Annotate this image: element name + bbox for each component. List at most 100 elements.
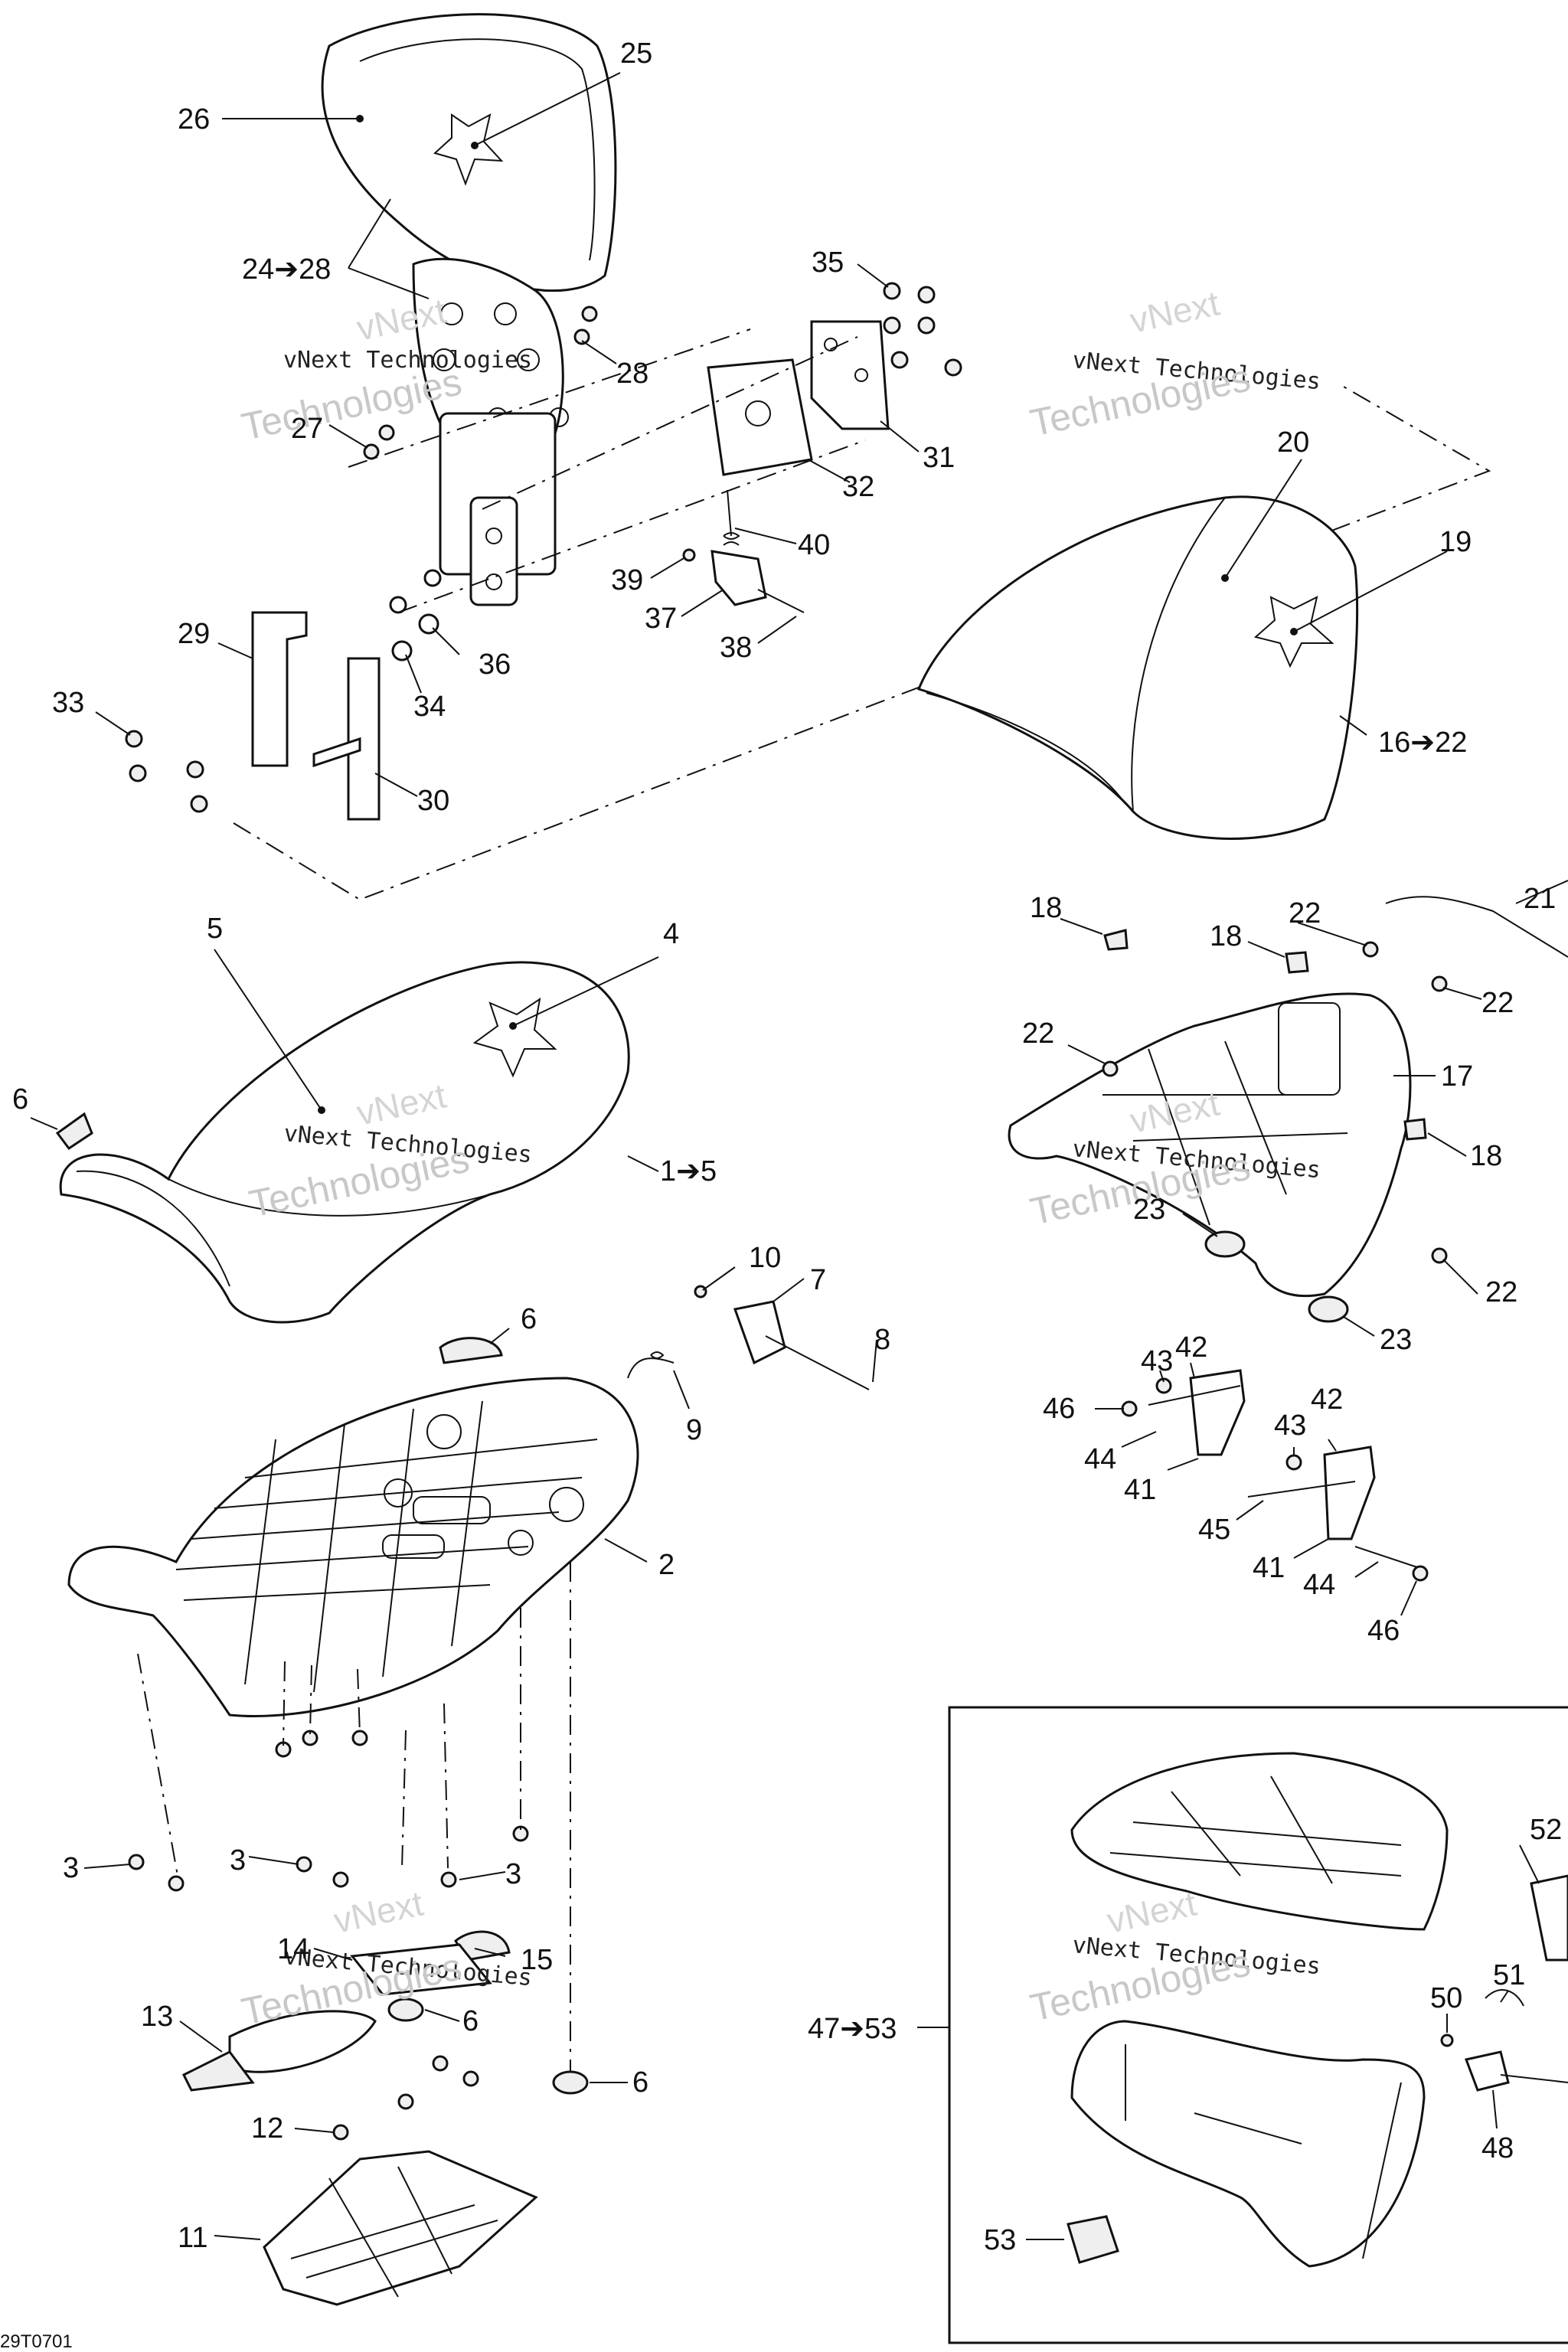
storage-bin	[1070, 2020, 1426, 2268]
latch-53	[1067, 2215, 1119, 2264]
callout-33: 33	[52, 687, 84, 719]
callout-42-a: 42	[1175, 1331, 1207, 1364]
callout-6-d: 6	[632, 2066, 648, 2099]
callout-8: 8	[874, 1324, 890, 1356]
callout-6-b: 6	[521, 1303, 537, 1335]
callout-17: 17	[1441, 1060, 1473, 1093]
flap-13	[228, 2010, 377, 2073]
spring-9	[627, 1351, 675, 1379]
passenger-logo	[1253, 596, 1334, 668]
watermark-2: vNext vNext Technologies Technologies	[1027, 283, 1322, 444]
callout-31: 31	[923, 442, 955, 474]
callout-4: 4	[663, 918, 679, 950]
watermark-word: vNext	[330, 1883, 426, 1940]
rail-group	[125, 611, 381, 821]
seat-base	[67, 1377, 639, 1718]
latch-bracket-group	[682, 282, 962, 613]
callout-18-c: 18	[1470, 1140, 1502, 1172]
watermark-word: vNext	[1103, 1883, 1200, 1940]
bumper-6c	[387, 1998, 424, 2022]
callout-22-c: 22	[1022, 1018, 1054, 1050]
callout-2: 2	[658, 1549, 675, 1581]
callout-25: 25	[620, 38, 652, 70]
callout-35: 35	[812, 247, 844, 279]
callout-47-53: 47➔53	[808, 2013, 897, 2045]
callout-15: 15	[521, 1944, 553, 1976]
callout-19: 19	[1439, 526, 1472, 558]
driver-logo	[472, 997, 557, 1078]
callout-7: 7	[810, 1264, 826, 1296]
bumper-6d	[552, 2070, 589, 2095]
backrest-cushion	[321, 13, 617, 292]
passenger-seat-group	[916, 495, 1359, 840]
backrest-plate	[412, 257, 564, 446]
callout-1-5: 1➔5	[660, 1155, 717, 1187]
callout-39: 39	[611, 564, 643, 596]
callout-26: 26	[178, 103, 210, 136]
callout-44-a: 44	[1084, 1443, 1116, 1475]
callout-11: 11	[178, 2222, 207, 2254]
base-dash-lines	[137, 1562, 571, 2075]
plate-32	[707, 358, 813, 476]
clip-6b	[439, 1337, 503, 1364]
callout-3-c: 3	[505, 1858, 521, 1890]
inset-box	[948, 1706, 1568, 2344]
callout-34: 34	[413, 691, 446, 723]
callout-14: 14	[277, 1933, 309, 1965]
callout-9: 9	[686, 1414, 702, 1446]
grommet-18b	[1285, 951, 1309, 974]
rail-29	[251, 611, 308, 767]
skid-plate-11	[263, 2150, 538, 2306]
callout-22-a: 22	[1289, 897, 1321, 929]
reference-code: 29T0701	[0, 2331, 73, 2352]
callout-53: 53	[984, 2224, 1016, 2256]
callout-43-a: 43	[1141, 1345, 1173, 1377]
callout-28: 28	[616, 358, 648, 390]
callout-6-c: 6	[462, 2005, 479, 2037]
latch-7	[733, 1300, 786, 1365]
callout-40: 40	[798, 529, 830, 561]
spring-40	[723, 489, 740, 546]
tray-group	[1008, 896, 1568, 1323]
grommet-18a	[1103, 929, 1129, 951]
callout-46-b: 46	[1367, 1615, 1400, 1647]
callout-30: 30	[417, 785, 449, 817]
latch-37	[710, 550, 767, 606]
driver-seat	[59, 961, 630, 1324]
callout-27: 27	[291, 413, 323, 445]
callout-5: 5	[207, 913, 223, 945]
callout-24-28: 24➔28	[242, 253, 331, 286]
callout-21: 21	[1524, 883, 1556, 915]
storage-lid	[1070, 1752, 1449, 1931]
leader-lines	[30, 72, 1568, 2240]
clip-15	[454, 1930, 511, 1962]
seat-latch-group	[627, 1285, 870, 1390]
callout-38: 38	[720, 632, 752, 664]
inset-frame	[948, 1706, 1568, 2344]
callout-48: 48	[1481, 2132, 1514, 2164]
callout-41-b: 41	[1253, 1552, 1285, 1584]
callout-43-b: 43	[1274, 1410, 1306, 1442]
callout-16-22: 16➔22	[1378, 727, 1467, 759]
callout-3-b: 3	[230, 1844, 246, 1877]
callout-44-b: 44	[1303, 1569, 1335, 1601]
callout-23-a: 23	[1133, 1194, 1165, 1226]
callout-32: 32	[842, 471, 874, 503]
callout-12: 12	[251, 2112, 283, 2145]
latch-48	[1464, 2050, 1510, 2092]
support-41b	[1323, 1446, 1376, 1540]
callout-41-a: 41	[1124, 1474, 1156, 1506]
callout-18-a: 18	[1030, 892, 1062, 924]
callout-37: 37	[645, 603, 677, 635]
watermark-line: vNext Technologies	[283, 347, 532, 374]
callout-23-b: 23	[1380, 1324, 1412, 1356]
bumper-23a	[1204, 1230, 1246, 1258]
support-group	[1121, 1369, 1429, 1582]
watermark-word: vNext	[1126, 283, 1223, 340]
passenger-seat	[916, 495, 1359, 840]
callout-13: 13	[141, 2001, 173, 2033]
support-41a	[1189, 1369, 1246, 1456]
pad-14	[350, 1943, 492, 1996]
callout-18-b: 18	[1210, 920, 1242, 952]
strap-52	[1530, 1874, 1568, 1962]
